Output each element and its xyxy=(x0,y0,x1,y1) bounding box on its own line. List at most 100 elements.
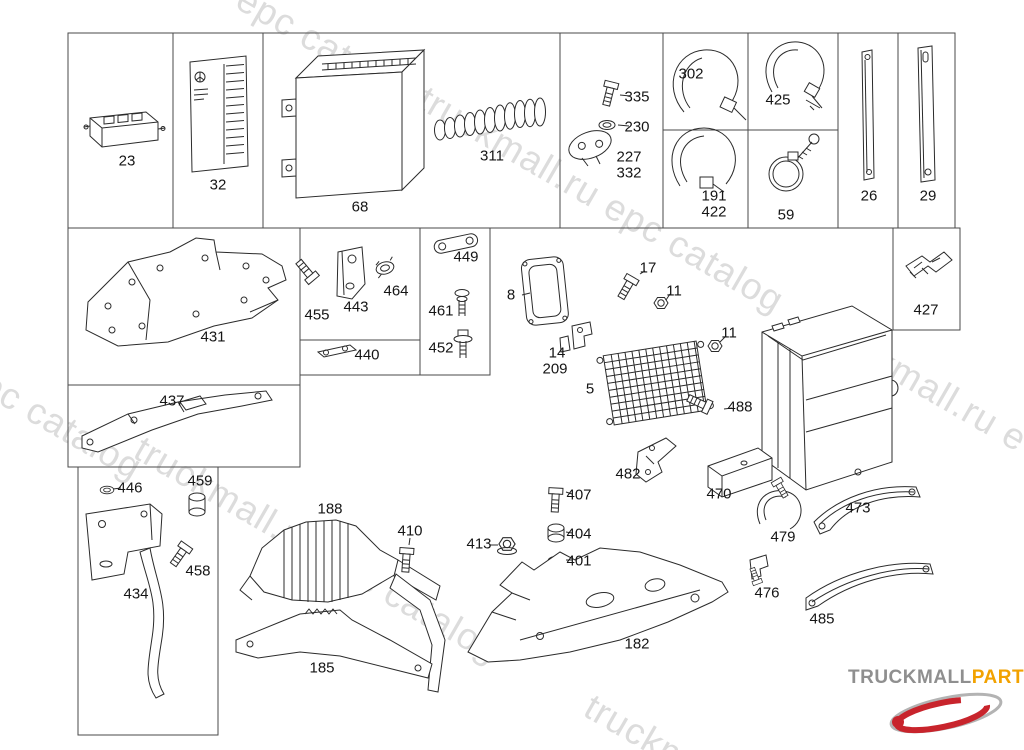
part-label-185: 185 xyxy=(309,659,335,677)
logo-swirl-icon xyxy=(889,692,1003,734)
part-label-449: 449 xyxy=(453,248,479,266)
part-label-11b: 11 xyxy=(721,324,737,342)
part-302-drawing xyxy=(672,49,747,121)
part-59-drawing xyxy=(768,133,820,192)
part-470-drawing xyxy=(707,447,773,498)
part-476-drawing xyxy=(747,554,769,587)
part-label-422: 422 xyxy=(701,203,727,221)
part-label-446: 446 xyxy=(117,479,143,497)
part-label-470: 470 xyxy=(706,485,732,503)
part-440-drawing xyxy=(316,344,358,358)
part-label-455: 455 xyxy=(304,306,330,324)
part-label-191: 191 xyxy=(701,187,727,205)
part-11b-drawing xyxy=(707,340,723,352)
part-label-11a: 11 xyxy=(666,282,682,300)
part-464-drawing xyxy=(375,256,395,279)
part-label-410: 410 xyxy=(397,522,423,540)
part-455-drawing xyxy=(292,256,320,285)
part-182-drawing xyxy=(467,547,729,663)
part-335-drawing xyxy=(598,79,620,108)
part-68-drawing xyxy=(281,48,426,199)
part-404-drawing xyxy=(547,523,565,543)
part-473-drawing xyxy=(813,486,921,535)
part-label-488: 488 xyxy=(727,398,753,416)
part-label-485: 485 xyxy=(809,610,835,628)
part-label-188: 188 xyxy=(317,500,343,518)
part-label-458: 458 xyxy=(185,562,211,580)
part-label-182: 182 xyxy=(624,635,650,653)
part-191-422-drawing xyxy=(671,127,736,193)
part-label-413: 413 xyxy=(466,535,492,553)
part-label-425: 425 xyxy=(765,91,791,109)
part-label-23: 23 xyxy=(118,152,136,170)
part-label-482: 482 xyxy=(615,465,641,483)
part-label-440: 440 xyxy=(354,346,380,364)
part-label-401: 401 xyxy=(566,552,592,570)
part-label-476: 476 xyxy=(754,584,780,602)
part-label-26: 26 xyxy=(860,187,878,205)
part-label-473: 473 xyxy=(845,499,871,517)
part-479-drawing xyxy=(756,476,802,530)
part-311-drawing xyxy=(434,97,546,141)
part-452-drawing xyxy=(453,329,473,358)
part-437-drawing xyxy=(81,390,273,453)
part-413-drawing xyxy=(497,537,517,555)
truckmall-logo: TRUCKMALLPARTS xyxy=(848,667,1024,746)
part-label-311: 311 xyxy=(480,147,504,165)
part-label-29: 29 xyxy=(919,187,937,205)
part-label-407: 407 xyxy=(566,486,592,504)
part-434-drawing xyxy=(85,503,165,699)
part-label-59: 59 xyxy=(777,206,795,224)
part-label-459: 459 xyxy=(187,472,213,490)
logo-parts-text: PARTS xyxy=(971,667,1024,688)
catalog-grid-cells xyxy=(67,32,961,736)
part-5-drawing xyxy=(596,340,714,426)
logo-brand-text: TRUCKMALL xyxy=(848,667,972,688)
part-label-437: 437 xyxy=(159,392,185,410)
truckmall-logo-text: TRUCKMALLPARTS xyxy=(848,667,1024,689)
part-8-drawing xyxy=(520,256,569,326)
part-29-drawing xyxy=(917,45,936,183)
part-407-drawing xyxy=(547,487,564,513)
part-188-drawing xyxy=(239,519,446,693)
part-label-8: 8 xyxy=(506,286,516,304)
part-battery-box-drawing xyxy=(761,305,899,491)
part-230-drawing xyxy=(598,120,616,130)
part-427-drawing xyxy=(905,251,953,279)
part-425-drawing xyxy=(765,41,825,111)
part-label-332: 332 xyxy=(616,164,642,182)
part-label-461: 461 xyxy=(428,302,454,320)
part-label-479: 479 xyxy=(770,528,796,546)
part-label-434: 434 xyxy=(123,585,149,603)
part-461-drawing xyxy=(454,289,470,316)
part-449-drawing xyxy=(433,233,479,254)
leader-lines xyxy=(112,94,733,561)
part-443-drawing xyxy=(336,246,366,300)
part-446-drawing xyxy=(99,485,115,495)
part-17-drawing xyxy=(614,273,640,302)
part-label-335: 335 xyxy=(624,88,650,106)
part-185-drawing xyxy=(235,608,433,679)
part-485-drawing xyxy=(805,562,934,611)
part-23-drawing xyxy=(83,111,166,148)
part-label-431: 431 xyxy=(200,328,226,346)
part-label-230: 230 xyxy=(624,118,650,136)
part-label-452: 452 xyxy=(428,339,454,357)
part-label-427: 427 xyxy=(913,301,939,319)
part-26-drawing xyxy=(861,49,875,181)
part-label-227: 227 xyxy=(616,148,642,166)
part-32-drawing xyxy=(189,55,249,173)
part-14-209-drawing xyxy=(559,321,593,353)
part-label-464: 464 xyxy=(383,282,409,300)
part-label-404: 404 xyxy=(566,525,592,543)
part-482-drawing xyxy=(635,437,677,483)
part-label-302: 302 xyxy=(678,65,704,83)
part-label-32: 32 xyxy=(209,176,227,194)
part-label-68: 68 xyxy=(351,198,369,216)
part-label-14: 14 xyxy=(548,344,566,362)
part-label-209: 209 xyxy=(542,360,568,378)
part-label-17: 17 xyxy=(639,259,657,277)
part-459-drawing xyxy=(188,492,206,517)
